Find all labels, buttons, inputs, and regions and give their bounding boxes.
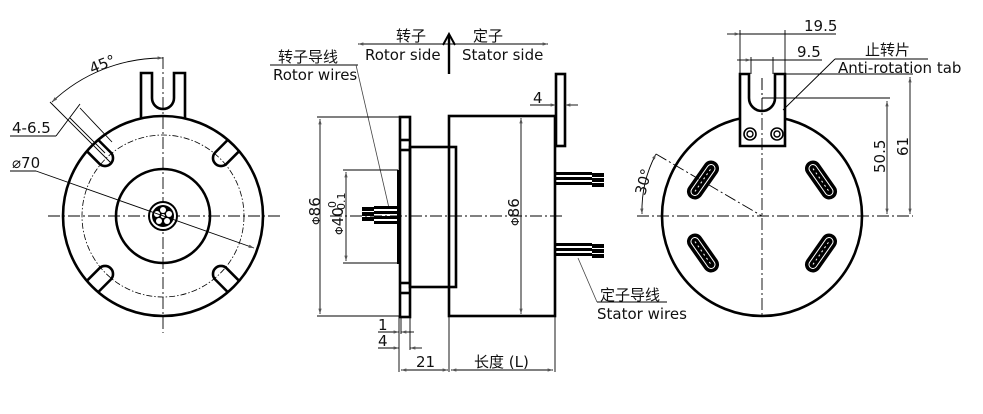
dim-21-label: 21 bbox=[416, 353, 435, 371]
slot-width-ext-a bbox=[69, 117, 106, 154]
rear-tab-screws bbox=[743, 127, 784, 141]
stator-wires-en: Stator wires bbox=[597, 305, 687, 323]
rotor-wires-leader bbox=[355, 64, 390, 209]
rear-angle-ref-line bbox=[655, 153, 763, 217]
spigot-dia-label: Φ40 bbox=[329, 207, 347, 235]
tab-width-label: 19.5 bbox=[804, 17, 837, 35]
side-rotor-wires bbox=[362, 206, 398, 224]
anti-rotation-leader bbox=[782, 58, 836, 111]
dim-1-label: 1 bbox=[378, 316, 388, 334]
front-pcd-label: ⌀70 bbox=[12, 154, 40, 172]
rotor-wires-cn: 转子导线 bbox=[278, 48, 338, 66]
side-flange bbox=[398, 115, 412, 319]
side-spigot-face bbox=[397, 170, 401, 264]
stator-side-en: Stator side bbox=[462, 46, 543, 64]
side-view: 转子 Rotor side 定子 Stator side 转子导线 Rotor … bbox=[270, 27, 687, 372]
slot-width-ext-b bbox=[79, 107, 113, 143]
holes-leader bbox=[55, 103, 81, 137]
front-angle-label: 45° bbox=[87, 51, 118, 78]
stator-wires-cn: 定子导线 bbox=[600, 286, 660, 304]
stator-side-cn: 定子 bbox=[473, 27, 503, 45]
rotor-wires-en: Rotor wires bbox=[273, 66, 357, 84]
rotor-side-cn: 转子 bbox=[396, 27, 426, 45]
front-pitch-circle bbox=[81, 134, 245, 298]
rear-connectors bbox=[686, 160, 838, 273]
up-arrow-icon bbox=[442, 31, 456, 46]
rear-angle-dim-arc bbox=[640, 153, 657, 215]
tab-height-label: 61 bbox=[894, 137, 912, 156]
slot-height-label: 50.5 bbox=[871, 140, 889, 173]
front-spigot bbox=[114, 167, 212, 265]
tab-thickness-label: 4 bbox=[533, 89, 543, 107]
side-stator-wires-upper bbox=[556, 172, 604, 187]
slot-width-label: 9.5 bbox=[797, 43, 821, 61]
pcd-leader bbox=[35, 170, 255, 249]
front-flange-outline bbox=[61, 114, 265, 318]
rear-view: 30° 19.5 9.5 止转片 Anti-rotation tab 61 50… bbox=[631, 17, 961, 318]
side-anti-rotation-tab bbox=[554, 72, 567, 148]
front-mounting-slots bbox=[85, 138, 241, 294]
anti-rotation-en: Anti-rotation tab bbox=[838, 59, 961, 77]
front-holes-label: 4-6.5 bbox=[12, 119, 51, 137]
anti-rotation-cn: 止转片 bbox=[865, 41, 910, 59]
stator-wires-leader bbox=[577, 257, 598, 303]
length-label: 长度 (L) bbox=[474, 353, 529, 371]
spigot-tol-upper: 0 bbox=[326, 201, 339, 208]
rear-angle-label: 30° bbox=[631, 167, 655, 197]
side-rotor-housing bbox=[408, 145, 458, 289]
front-angle-ext-line bbox=[49, 101, 113, 165]
front-view: 45° 4-6.5 ⌀70 bbox=[10, 51, 280, 333]
body-dia-label: Φ86 bbox=[505, 198, 523, 226]
flange-dia-label: Φ86 bbox=[306, 197, 324, 225]
front-angle-dim-arc bbox=[51, 56, 164, 103]
side-stator-wires-lower bbox=[556, 243, 604, 258]
spigot-tol-lower: -0.1 bbox=[335, 193, 348, 214]
dim-4-label: 4 bbox=[378, 332, 388, 350]
rotor-side-en: Rotor side bbox=[365, 46, 441, 64]
